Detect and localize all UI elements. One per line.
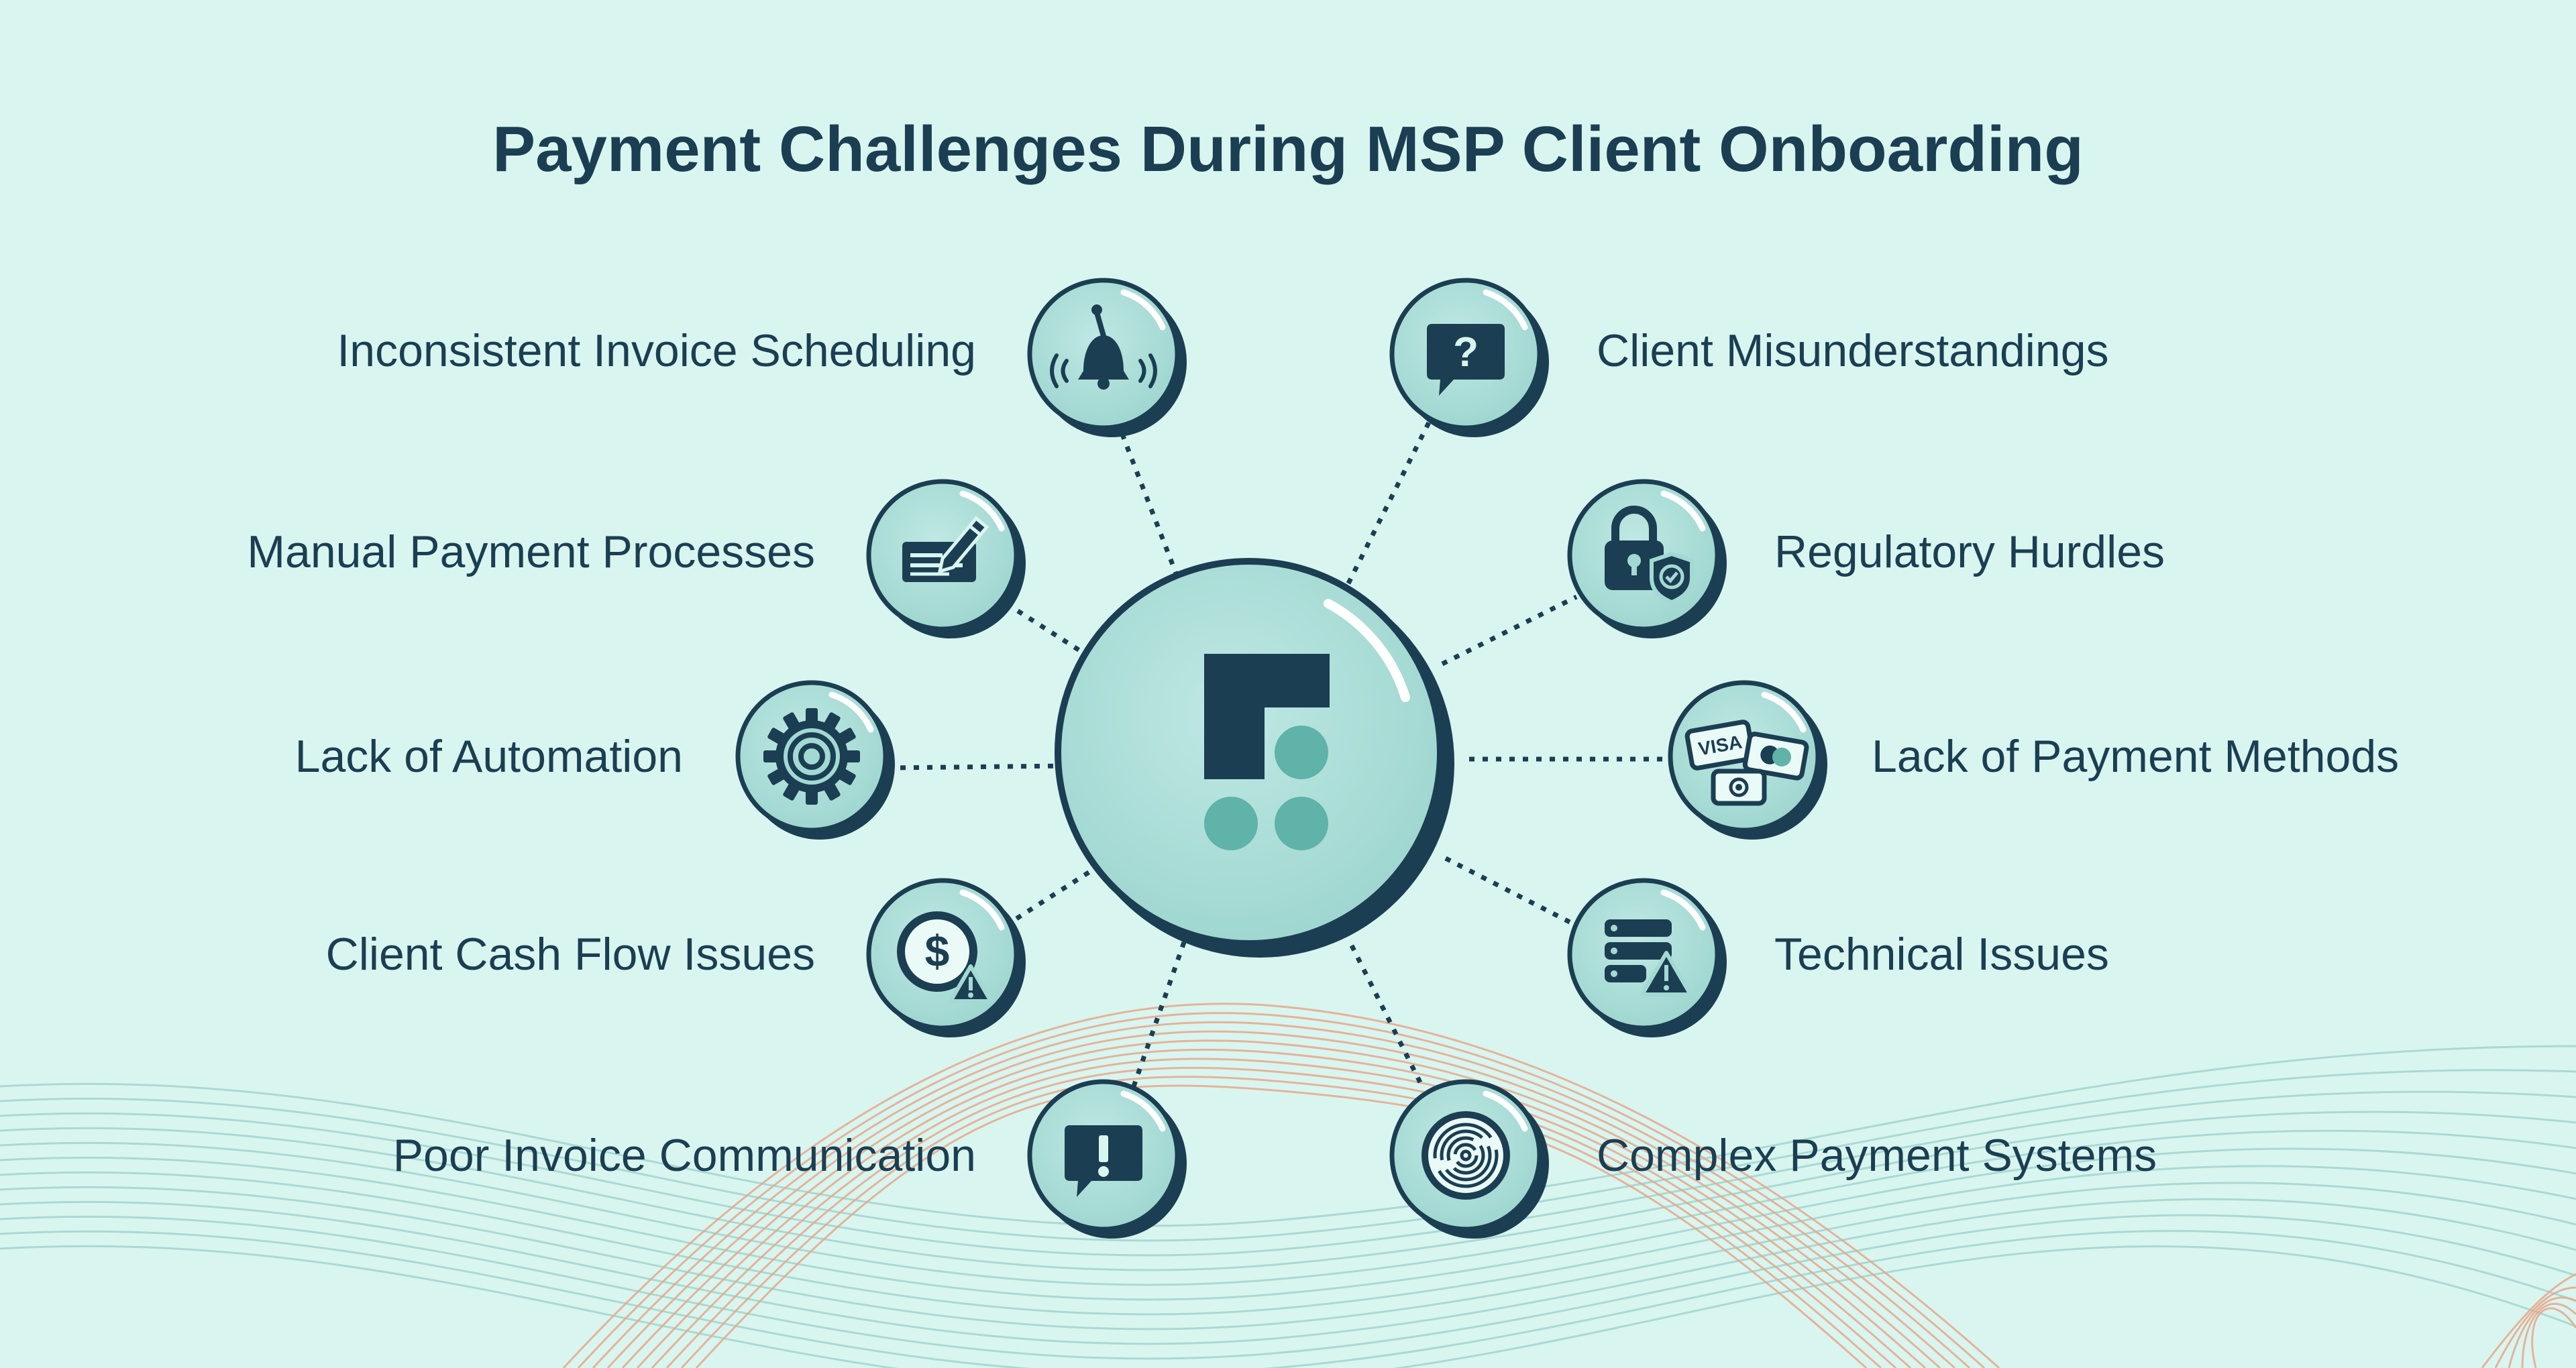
challenge-bubble bbox=[866, 479, 1026, 638]
exclamation-chat-icon bbox=[1065, 1125, 1142, 1197]
challenge-bubble bbox=[1389, 1079, 1549, 1239]
challenge-bubble: $ bbox=[866, 878, 1026, 1037]
connector-lines bbox=[892, 421, 1664, 1088]
label-lack-of-payment-methods: Lack of Payment Methods bbox=[1872, 731, 2400, 782]
payment-cards-icon: VISA bbox=[1684, 720, 1809, 806]
gear-icon bbox=[763, 708, 860, 805]
bell-icon bbox=[1050, 304, 1157, 390]
question-chat-icon: ? bbox=[1427, 324, 1505, 396]
challenge-bubble bbox=[1567, 479, 1727, 638]
label-technical-issues: Technical Issues bbox=[1774, 929, 2109, 980]
brand-logo bbox=[1204, 654, 1330, 850]
label-lack-of-automation: Lack of Automation bbox=[294, 731, 683, 782]
lock-shield-icon bbox=[1605, 506, 1694, 605]
label-client-misunderstandings: Client Misunderstandings bbox=[1597, 325, 2109, 376]
challenge-bubble: ? bbox=[1389, 278, 1549, 437]
maze-icon bbox=[1421, 1111, 1510, 1200]
server-warning-icon bbox=[1605, 919, 1693, 996]
challenge-bubble bbox=[735, 680, 895, 840]
check-signing-icon bbox=[902, 516, 989, 582]
center-hub bbox=[1055, 558, 1454, 958]
label-manual-payment-processes: Manual Payment Processes bbox=[247, 526, 815, 577]
label-client-cash-flow-issues: Client Cash Flow Issues bbox=[325, 929, 815, 980]
svg-text:?: ? bbox=[1453, 329, 1479, 376]
label-poor-invoice-communication: Poor Invoice Communication bbox=[392, 1130, 976, 1181]
challenge-bubble bbox=[1567, 878, 1727, 1037]
label-complex-payment-systems: Complex Payment Systems bbox=[1597, 1130, 2157, 1181]
challenge-bubble bbox=[1027, 278, 1187, 437]
label-regulatory-hurdles: Regulatory Hurdles bbox=[1774, 526, 2165, 577]
label-inconsistent-invoice-scheduling: Inconsistent Invoice Scheduling bbox=[337, 325, 976, 376]
challenge-bubble: VISA bbox=[1668, 680, 1827, 840]
svg-text:$: $ bbox=[925, 926, 950, 976]
page-title: Payment Challenges During MSP Client Onb… bbox=[492, 113, 2084, 185]
dollar-warning-icon: $ bbox=[897, 911, 993, 1003]
challenge-bubble bbox=[1027, 1079, 1187, 1239]
